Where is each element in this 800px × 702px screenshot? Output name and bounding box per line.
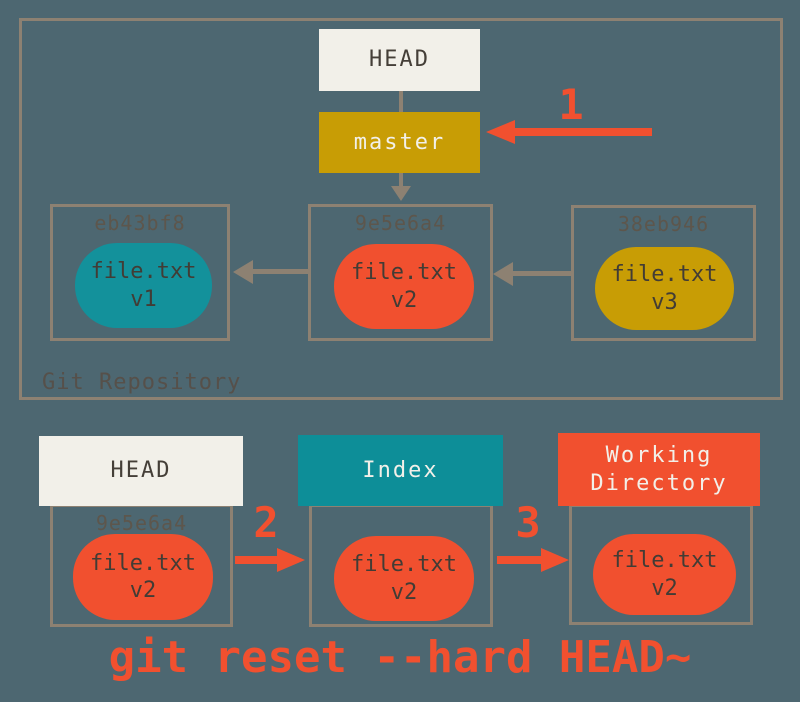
file-name: file.txt <box>351 552 457 577</box>
head-area-label: HEAD <box>110 458 172 484</box>
working-directory-snapshot-box: file.txt v2 <box>569 504 753 625</box>
head-ref-box: HEAD <box>319 29 480 91</box>
file-blob-index-v2: file.txt v2 <box>334 536 474 621</box>
commit-hash: 9e5e6a4 <box>354 211 447 235</box>
commit-hash: eb43bf8 <box>94 211 186 235</box>
master-branch-box: master <box>319 112 480 173</box>
file-version: v2 <box>129 578 157 603</box>
step-3-arrow-shaft <box>497 556 543 564</box>
file-version: v3 <box>651 289 678 315</box>
commit-box-38eb946: 38eb946 file.txt v3 <box>571 205 756 341</box>
file-name: file.txt <box>351 260 457 285</box>
file-version: v1 <box>130 286 157 312</box>
file-version: v2 <box>651 575 678 601</box>
commit-box-9e5e6a4: 9e5e6a4 file.txt v2 <box>308 204 493 341</box>
head-area-box: HEAD <box>39 436 243 506</box>
file-name: file.txt <box>611 262 718 287</box>
parent-arrow-shaft <box>251 269 308 274</box>
step-2-label: 2 <box>253 498 279 547</box>
commit-box-eb43bf8: eb43bf8 file.txt v1 <box>50 204 230 341</box>
master-branch-label: master <box>353 129 446 155</box>
index-snapshot-box: file.txt v2 <box>309 504 493 627</box>
master-to-commit-arrow-shaft <box>399 173 403 188</box>
file-blob-v2: file.txt v2 <box>334 244 474 329</box>
parent-arrowhead-icon <box>233 260 253 284</box>
file-blob-v3: file.txt v3 <box>595 247 734 330</box>
step-3-arrowhead-icon <box>541 548 569 572</box>
working-directory-label: Working Directory <box>590 443 728 496</box>
step-1-arrowhead-icon <box>486 120 515 144</box>
file-name: file.txt <box>90 550 196 576</box>
working-directory-box: Working Directory <box>558 433 760 506</box>
step-2-arrowhead-icon <box>277 548 305 572</box>
commit-hash: 38eb946 <box>617 212 710 236</box>
git-repository-label: Git Repository <box>42 370 242 395</box>
step-2-arrow-shaft <box>235 556 279 564</box>
file-version: v2 <box>390 287 418 313</box>
index-area-label: Index <box>362 457 439 483</box>
step-1-label: 1 <box>558 80 584 129</box>
file-name: file.txt <box>90 259 197 284</box>
commit-hash: 9e5e6a4 <box>95 511 188 535</box>
step-1-arrow-shaft <box>514 128 652 136</box>
parent-arrow-shaft <box>511 271 571 276</box>
file-name: file.txt <box>611 548 718 573</box>
file-version: v2 <box>390 579 418 605</box>
head-ref-label: HEAD <box>369 47 430 73</box>
file-blob-head-v2: file.txt v2 <box>73 534 213 620</box>
command-caption: git reset --hard HEAD~ <box>108 632 692 683</box>
step-3-label: 3 <box>515 498 541 547</box>
file-blob-working-v2: file.txt v2 <box>593 534 736 615</box>
head-snapshot-box: 9e5e6a4 file.txt v2 <box>50 504 233 627</box>
index-area-box: Index <box>298 435 503 506</box>
git-repository-box <box>19 18 783 400</box>
head-to-master-line <box>399 91 403 112</box>
parent-arrowhead-icon <box>493 262 513 286</box>
file-blob-v1: file.txt v1 <box>75 243 212 328</box>
master-to-commit-arrowhead-icon <box>391 186 411 201</box>
